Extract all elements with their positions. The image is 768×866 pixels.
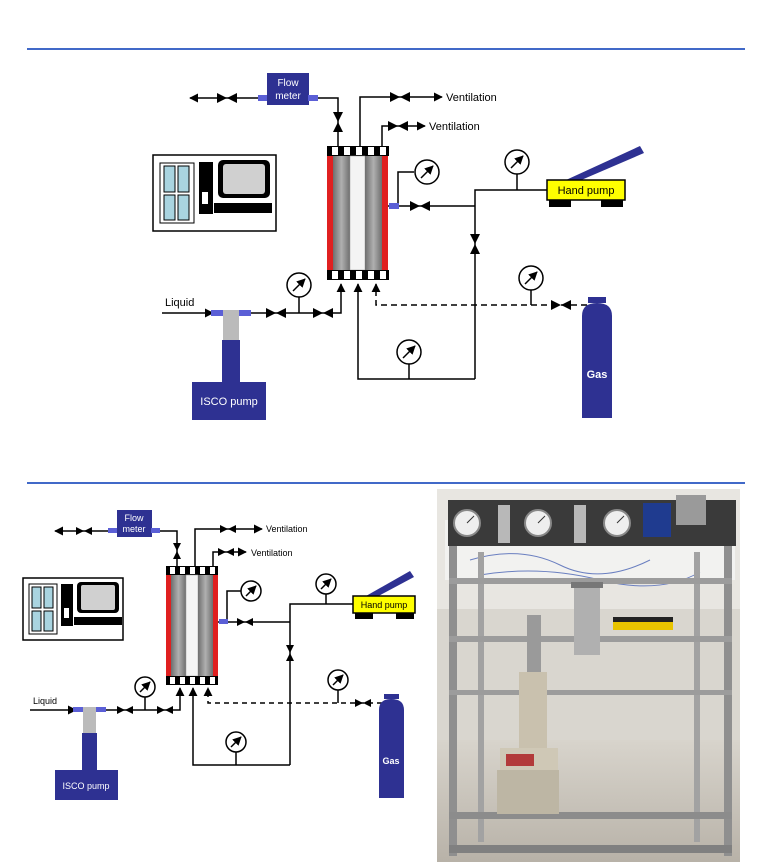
flow-meter-box — [267, 73, 309, 105]
valve-icon — [313, 308, 333, 318]
gas-label: Gas — [587, 369, 608, 381]
computer-icon — [152, 154, 277, 232]
valve-icon — [220, 525, 236, 533]
hand-pump-label: Hand pump — [558, 185, 615, 197]
gas-cylinder: Gas — [379, 694, 404, 798]
valve-icon — [237, 618, 253, 626]
gas-label: Gas — [382, 756, 399, 766]
pressure-gauge-icon — [240, 580, 262, 602]
valve-icon — [388, 121, 408, 131]
valve-icon — [157, 706, 173, 714]
apparatus-photo — [437, 489, 740, 862]
computer-icon — [22, 577, 124, 641]
valve-icon — [410, 201, 430, 211]
flow-meter-label: Flow — [124, 513, 144, 523]
valve-icon — [390, 92, 410, 102]
isco-pump: ISCO pump — [55, 712, 118, 800]
gauge-photo-icon — [453, 509, 631, 537]
flow-meter-label: meter — [275, 91, 301, 102]
ventilation-label: Ventilation — [446, 92, 497, 104]
valve-icon — [470, 234, 480, 254]
pressure-gauge-icon — [327, 669, 349, 691]
hand-pump: Hand pump — [352, 571, 416, 619]
core-holder — [327, 146, 389, 280]
valve-icon — [218, 548, 234, 556]
flow-meter-label: Flow — [277, 78, 299, 89]
pressure-gauge-icon — [518, 265, 544, 291]
valve-icon — [217, 93, 237, 103]
valve-icon — [551, 300, 571, 310]
ventilation-label: Ventilation — [251, 548, 293, 558]
liquid-label: Liquid — [165, 297, 194, 309]
isco-pump: ISCO pump — [192, 316, 266, 420]
pressure-gauge-icon — [286, 272, 312, 298]
hand-pump-label: Hand pump — [361, 600, 408, 610]
pressure-gauge-icon — [414, 159, 440, 185]
gas-cylinder: Gas — [582, 297, 612, 418]
top-divider — [27, 48, 745, 50]
schematic-top: Flow meter Ventilation Ventilation — [152, 73, 644, 420]
ventilation-label: Ventilation — [266, 524, 308, 534]
valve-icon — [173, 543, 181, 559]
middle-divider — [27, 482, 745, 484]
valve-icon — [286, 645, 294, 661]
isco-pump-label: ISCO pump — [200, 396, 257, 408]
flow-meter-label: meter — [122, 524, 145, 534]
liquid-label: Liquid — [33, 696, 57, 706]
schematic-bottom: Flow meter Ventilation Ventilation — [22, 510, 416, 800]
valve-icon — [266, 308, 286, 318]
valve-icon — [117, 706, 133, 714]
isco-pump-label: ISCO pump — [62, 781, 109, 791]
pressure-gauge-icon — [225, 731, 247, 753]
core-holder — [166, 566, 218, 685]
valve-icon — [333, 112, 343, 132]
hand-pump: Hand pump — [546, 146, 644, 207]
pressure-gauge-icon — [396, 339, 422, 365]
pressure-gauge-icon — [504, 149, 530, 175]
ventilation-label: Ventilation — [429, 121, 480, 133]
flow-meter-box — [117, 510, 152, 537]
pressure-gauge-icon — [134, 676, 156, 698]
valve-icon — [76, 527, 92, 535]
pressure-gauge-icon — [315, 573, 337, 595]
valve-icon — [355, 699, 371, 707]
